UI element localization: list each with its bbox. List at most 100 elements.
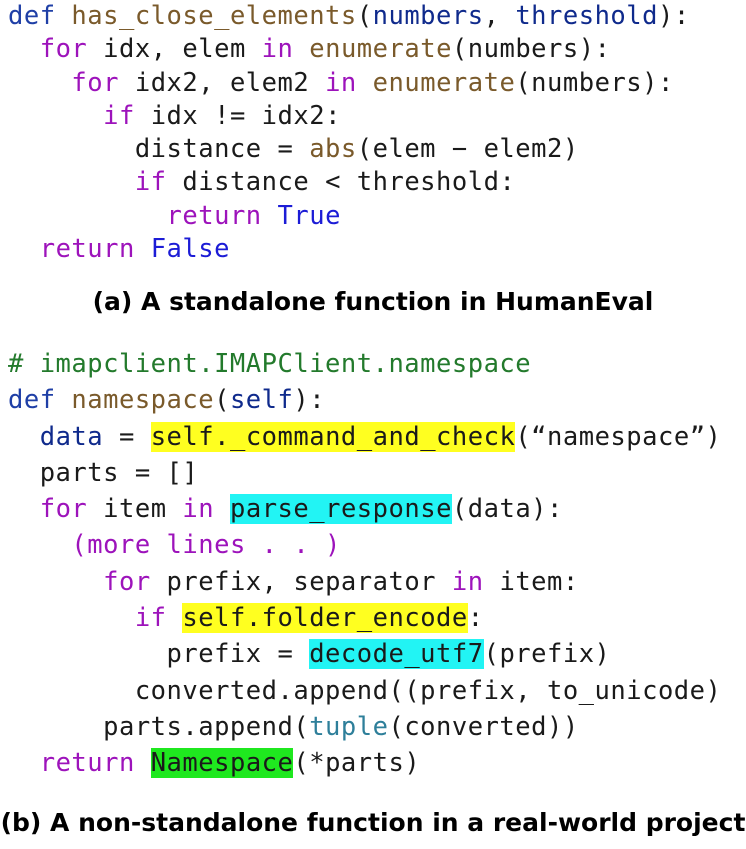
code-token: = (103, 421, 151, 452)
code-token (8, 68, 71, 98)
code-token (214, 494, 230, 524)
code-token: self (229, 385, 294, 416)
code-token: for (39, 494, 88, 525)
code-token (167, 603, 183, 633)
code-token: return (39, 234, 135, 265)
code-token (8, 201, 167, 231)
code-line: return True (8, 200, 690, 233)
code-token: : (467, 603, 484, 634)
code-token: , (483, 1, 516, 31)
code-token: def (8, 1, 72, 31)
code-line: distance = abs(elem − elem2) (8, 133, 690, 166)
code-token: True (277, 200, 341, 231)
code-token: return (39, 748, 135, 779)
code-line: return Namespace(*parts) (8, 745, 721, 781)
code-token (262, 201, 278, 231)
code-token: parts = [] (8, 457, 199, 488)
code-token: data (39, 421, 104, 452)
code-token (8, 101, 103, 131)
caption-b: (b) A non-standalone function in a real-… (0, 808, 746, 837)
code-token: prefix = (8, 639, 310, 670)
code-line: (more lines . . ) (8, 527, 721, 563)
code-line: return False (8, 233, 690, 266)
code-token: enumerate (309, 34, 452, 65)
code-token: for (71, 67, 119, 98)
code-token: (numbers): (451, 34, 611, 65)
code-token: numbers (372, 1, 484, 31)
code-token: abs (309, 134, 357, 165)
code-token: in (261, 34, 294, 65)
code-token: item (87, 494, 183, 525)
code-token (293, 34, 309, 64)
caption-a: (a) A standalone function in HumanEval (92, 287, 654, 316)
code-token: # imapclient.IMAPClient.namespace (8, 349, 532, 379)
code-token (8, 494, 40, 524)
code-token: if (103, 100, 135, 131)
highlighted-token: self._command_and_check (150, 421, 516, 452)
code-token: return (166, 200, 262, 231)
code-token: (prefix) (483, 639, 611, 670)
code-token (8, 603, 135, 633)
code-token: distance < threshold: (166, 167, 516, 198)
code-token: has_close_elements (71, 1, 357, 31)
code-token: (data): (451, 494, 563, 525)
highlighted-token: decode_utf7 (309, 639, 484, 670)
code-token: (elem − elem2) (356, 134, 579, 165)
code-token (8, 748, 40, 778)
code-token (8, 234, 40, 264)
code-token: for (103, 566, 151, 597)
code-token (135, 748, 151, 778)
highlighted-token: self.folder_encode (182, 603, 468, 634)
code-token: def (8, 385, 72, 416)
code-line: if self.folder_encode: (8, 600, 721, 636)
code-token: False (150, 234, 230, 265)
code-token: ( (356, 1, 373, 31)
code-token: (“namespace”) (515, 421, 722, 452)
code-block-standalone: def has_close_elements(numbers, threshol… (8, 0, 690, 266)
code-line: def namespace(self): (8, 382, 721, 418)
code-line: for idx2, elem2 in enumerate(numbers): (8, 67, 690, 100)
code-token: distance = (8, 134, 310, 165)
code-token: if (134, 167, 167, 198)
code-token: enumerate (372, 67, 516, 98)
code-line: data = self._command_and_check(“namespac… (8, 419, 721, 455)
code-line: for item in parse_response(data): (8, 491, 721, 527)
code-token: item: (483, 566, 579, 597)
code-token: tuple (309, 711, 389, 742)
code-line: prefix = decode_utf7(prefix) (8, 636, 721, 672)
code-line: for idx, elem in enumerate(numbers): (8, 33, 690, 66)
code-token: (numbers): (515, 67, 674, 98)
code-token: prefix, separator (150, 566, 452, 597)
code-token: ): (657, 1, 690, 31)
code-token: threshold (515, 1, 658, 31)
code-token: (more lines . . ) (71, 530, 341, 561)
code-line: parts.append(tuple(converted)) (8, 709, 721, 745)
code-token: converted.append((prefix, to_unicode) (8, 675, 722, 706)
code-token: idx2, elem2 (118, 67, 326, 98)
code-token (357, 68, 373, 98)
code-token (135, 234, 151, 264)
code-token: idx != idx2: (134, 100, 341, 131)
code-token: parts.append( (8, 711, 310, 742)
code-line: converted.append((prefix, to_unicode) (8, 673, 721, 709)
highlighted-token: Namespace (150, 748, 294, 779)
code-token: namespace (71, 385, 215, 416)
code-token: ( (214, 385, 230, 416)
code-token (8, 422, 40, 452)
code-line: if idx != idx2: (8, 100, 690, 133)
highlighted-token: parse_response (229, 494, 452, 525)
code-line: def has_close_elements(numbers, threshol… (8, 0, 690, 33)
code-token (8, 167, 135, 197)
code-token (8, 567, 103, 597)
code-token: ): (293, 385, 326, 416)
code-line: # imapclient.IMAPClient.namespace (8, 346, 721, 382)
code-token: (*parts) (293, 748, 421, 779)
code-line: parts = [] (8, 455, 721, 491)
code-token: idx, elem (87, 34, 262, 65)
code-token (8, 530, 71, 560)
code-token: in (325, 67, 357, 98)
code-token: for (39, 34, 88, 65)
code-line: if distance < threshold: (8, 166, 690, 199)
code-token: if (134, 603, 167, 634)
